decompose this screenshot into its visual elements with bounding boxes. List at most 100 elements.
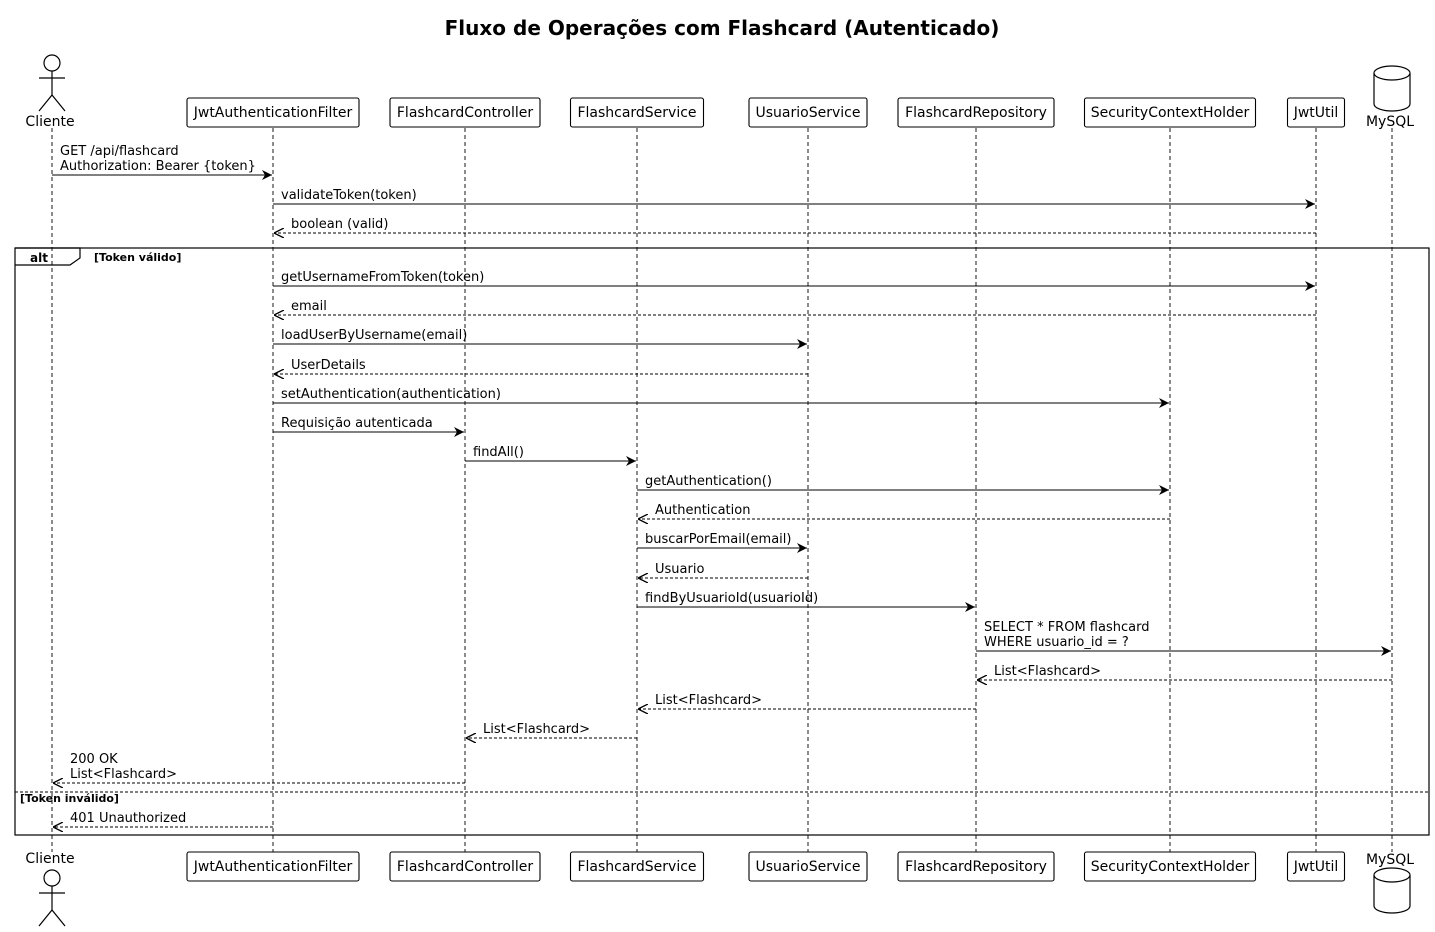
participant-box — [389, 851, 541, 882]
guard-token-invalido: [Token inválido] — [20, 792, 119, 805]
message-label: Authorization: Bearer {token} — [60, 159, 256, 174]
participant-box — [748, 97, 868, 128]
diagram-title: Fluxo de Operações com Flashcard (Autent… — [445, 16, 1000, 40]
actor-icon — [38, 869, 66, 927]
participant-jwt-bottom: JwtUtil — [1286, 851, 1346, 882]
guard-token-valido: [Token válido] — [94, 251, 181, 264]
alt-frame-label: alt — [30, 251, 48, 265]
participant-cliente-bottom: Cliente — [25, 851, 75, 927]
participant-box — [569, 851, 705, 882]
message-3: boolean (valid) — [274, 217, 1316, 233]
message-9: Requisição autenticada — [273, 416, 464, 437]
participant-label: FlashcardController — [397, 859, 533, 875]
message-label: email — [291, 299, 327, 314]
participant-box — [897, 851, 1055, 882]
participant-label: Cliente — [25, 851, 74, 867]
message-6: loadUserByUsername(email) — [273, 328, 807, 349]
message-label: List<Flashcard> — [483, 722, 590, 737]
message-label: 200 OK — [70, 752, 118, 767]
message-8: setAuthentication(authentication) — [273, 387, 1169, 408]
message-13: buscarPorEmail(email) — [637, 532, 807, 553]
message-label: SELECT * FROM flashcard — [984, 620, 1149, 635]
message-4: getUsernameFromToken(token) — [273, 270, 1315, 291]
participant-box — [1286, 851, 1346, 882]
participant-box — [1083, 851, 1257, 882]
message-label: buscarPorEmail(email) — [645, 532, 791, 547]
participant-label: FlashcardRepository — [905, 105, 1047, 121]
participant-cliente-top: Cliente — [25, 54, 75, 130]
participant-security-top: SecurityContextHolder — [1083, 97, 1257, 128]
participant-label: MySQL — [1366, 114, 1414, 130]
message-label: boolean (valid) — [291, 217, 388, 232]
message-10: findAll() — [465, 445, 636, 466]
participant-box — [389, 97, 541, 128]
participant-label: SecurityContextHolder — [1091, 859, 1250, 875]
participant-usuario-top: UsuarioService — [748, 97, 868, 128]
database-icon — [1373, 867, 1411, 914]
message-11: getAuthentication() — [637, 474, 1169, 495]
message-label: List<Flashcard> — [70, 767, 177, 782]
participant-filter-top: JwtAuthenticationFilter — [186, 97, 360, 128]
alt-frame-tab — [15, 247, 81, 266]
participant-repo-top: FlashcardRepository — [897, 97, 1055, 128]
participant-box — [1286, 97, 1346, 128]
message-label: 401 Unauthorized — [70, 811, 186, 826]
participant-label: FlashcardService — [577, 859, 696, 875]
lifelines — [51, 128, 1393, 852]
participant-filter-bottom: JwtAuthenticationFilter — [186, 851, 360, 882]
participant-controller-bottom: FlashcardController — [389, 851, 541, 882]
participant-label: MySQL — [1366, 852, 1414, 868]
participant-usuario-bottom: UsuarioService — [748, 851, 868, 882]
alt-frame-border — [14, 247, 1430, 836]
message-label: findAll() — [473, 445, 524, 460]
message-12: Authentication — [638, 503, 1170, 519]
message-2: validateToken(token) — [273, 188, 1315, 209]
participant-box — [186, 97, 360, 128]
participant-label: JwtAuthenticationFilter — [193, 105, 353, 121]
participant-label: Cliente — [25, 114, 74, 130]
participant-label: UsuarioService — [756, 105, 861, 121]
participant-mysql-bottom: MySQL — [1366, 852, 1414, 914]
participant-box — [897, 97, 1055, 128]
message-label: getUsernameFromToken(token) — [281, 270, 484, 285]
message-label: GET /api/flashcard — [60, 144, 179, 159]
actor-icon — [38, 54, 66, 112]
message-label: setAuthentication(authentication) — [281, 387, 501, 402]
message-14: Usuario — [638, 562, 808, 578]
message-label: List<Flashcard> — [655, 693, 762, 708]
message-7: UserDetails — [274, 358, 808, 374]
participant-box — [1083, 97, 1257, 128]
participants: ClienteClienteJwtAuthenticationFilterJwt… — [25, 54, 1414, 927]
participant-label: JwtAuthenticationFilter — [193, 859, 353, 875]
message-label: Requisição autenticada — [281, 416, 433, 431]
participant-jwt-top: JwtUtil — [1286, 97, 1346, 128]
message-label: WHERE usuario_id = ? — [984, 635, 1129, 650]
message-label: UserDetails — [291, 358, 366, 373]
message-5: email — [274, 299, 1316, 315]
participant-service-bottom: FlashcardService — [569, 851, 705, 882]
participant-mysql-top: MySQL — [1366, 65, 1414, 130]
message-label: loadUserByUsername(email) — [281, 328, 467, 343]
participant-controller-top: FlashcardController — [389, 97, 541, 128]
message-label: validateToken(token) — [281, 188, 417, 203]
participant-box — [748, 851, 868, 882]
participant-label: SecurityContextHolder — [1091, 105, 1250, 121]
message-label: getAuthentication() — [645, 474, 772, 489]
participant-label: UsuarioService — [756, 859, 861, 875]
participant-box — [569, 97, 705, 128]
message-label: findByUsuarioId(usuarioId) — [645, 591, 818, 606]
message-21: 401 Unauthorized — [53, 811, 273, 827]
participant-label: FlashcardService — [577, 105, 696, 121]
database-icon — [1373, 65, 1411, 112]
alt-frame: alt [Token válido] [Token inválido] — [14, 247, 1430, 836]
message-label: Usuario — [655, 562, 704, 577]
participant-label: JwtUtil — [1293, 859, 1339, 875]
participant-repo-bottom: FlashcardRepository — [897, 851, 1055, 882]
participant-label: FlashcardRepository — [905, 859, 1047, 875]
participant-security-bottom: SecurityContextHolder — [1083, 851, 1257, 882]
